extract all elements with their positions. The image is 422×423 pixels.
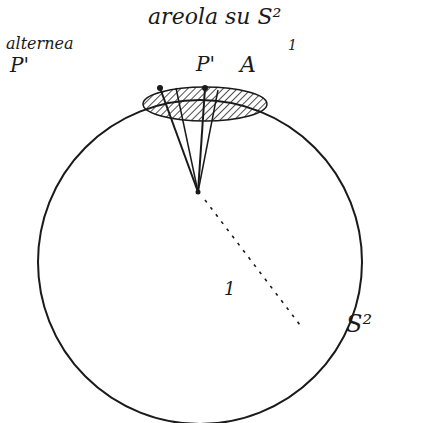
radius-label: 1	[224, 280, 235, 298]
radius-line	[176, 88, 198, 192]
radius-line	[160, 88, 198, 192]
point-label: A	[240, 54, 256, 76]
point-label: P'	[10, 55, 29, 75]
point-label: P'	[196, 54, 215, 74]
title-note: areola su S²	[148, 6, 281, 28]
radius-line	[198, 90, 218, 192]
point-dot	[202, 85, 208, 91]
side-note: alternea	[6, 36, 74, 52]
sphere-label: S²	[346, 312, 372, 336]
center-dot	[196, 190, 201, 195]
radius-dashed	[205, 200, 300, 325]
index-number: 1	[288, 38, 297, 52]
point-dot	[157, 85, 163, 91]
